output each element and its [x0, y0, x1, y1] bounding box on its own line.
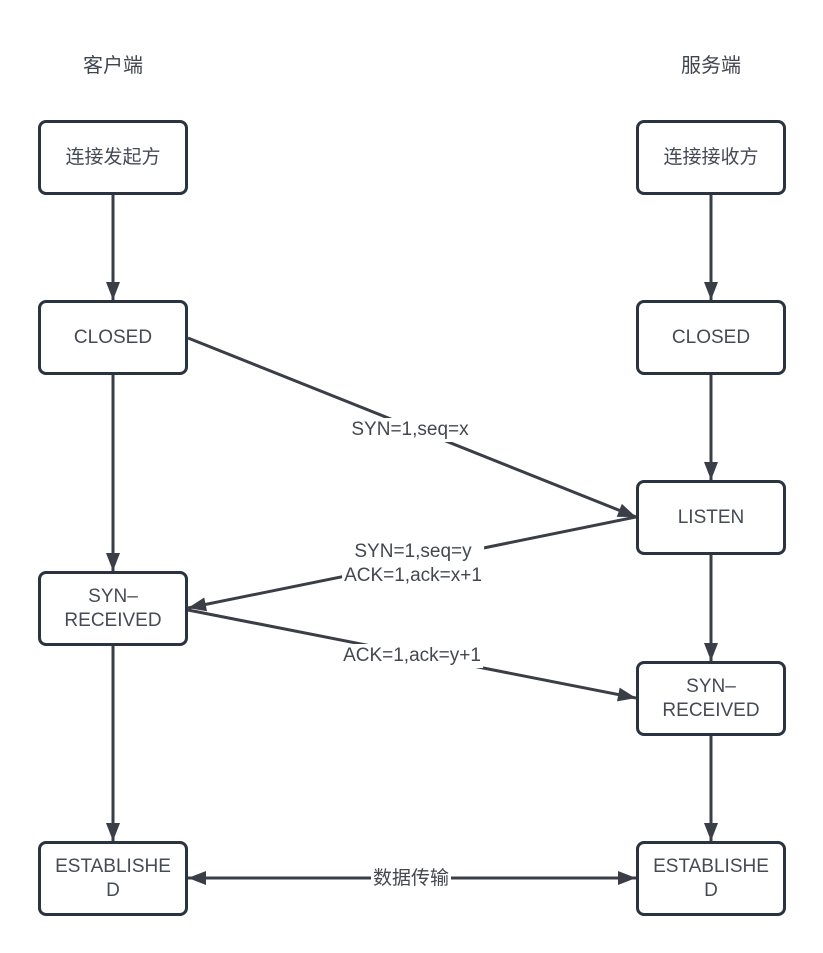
- node-client-role: 连接发起方: [38, 120, 188, 195]
- edge-label-syn: SYN=1,seq=x: [349, 418, 471, 442]
- node-server-role-label: 连接接收方: [663, 146, 759, 168]
- node-client-closed: CLOSED: [38, 300, 188, 375]
- node-client-role-label: 连接发起方: [65, 146, 161, 168]
- column-header-server: 服务端: [681, 55, 741, 77]
- node-server-role: 连接接收方: [636, 120, 786, 195]
- node-server-syn-received-label: SYN–RECEIVED: [662, 675, 760, 721]
- node-client-syn-received-label: SYN–RECEIVED: [64, 585, 162, 631]
- node-server-closed: CLOSED: [636, 300, 786, 375]
- node-server-established-label: ESTABLISHED: [653, 855, 769, 901]
- edge-label-syn-ack-line2: ACK=1,ack=x+1: [344, 565, 482, 586]
- edge-label-ack: ACK=1,ack=y+1: [341, 644, 483, 668]
- edge-label-syn-ack-line1: SYN=1,seq=y: [354, 541, 472, 562]
- column-header-client: 客户端: [83, 55, 143, 77]
- node-client-syn-received: SYN–RECEIVED: [38, 571, 188, 646]
- node-server-closed-label: CLOSED: [671, 326, 751, 348]
- node-server-listen: LISTEN: [636, 480, 786, 555]
- node-server-listen-label: LISTEN: [677, 506, 745, 528]
- edge-label-data-transfer: 数据传输: [370, 867, 452, 891]
- node-server-established: ESTABLISHED: [636, 841, 786, 916]
- node-client-established: ESTABLISHED: [38, 841, 188, 916]
- node-client-established-label: ESTABLISHED: [55, 855, 171, 901]
- node-server-syn-received: SYN–RECEIVED: [636, 661, 786, 736]
- edge-label-syn-ack: SYN=1,seq=y ACK=1,ack=x+1: [342, 540, 484, 588]
- node-client-closed-label: CLOSED: [73, 326, 153, 348]
